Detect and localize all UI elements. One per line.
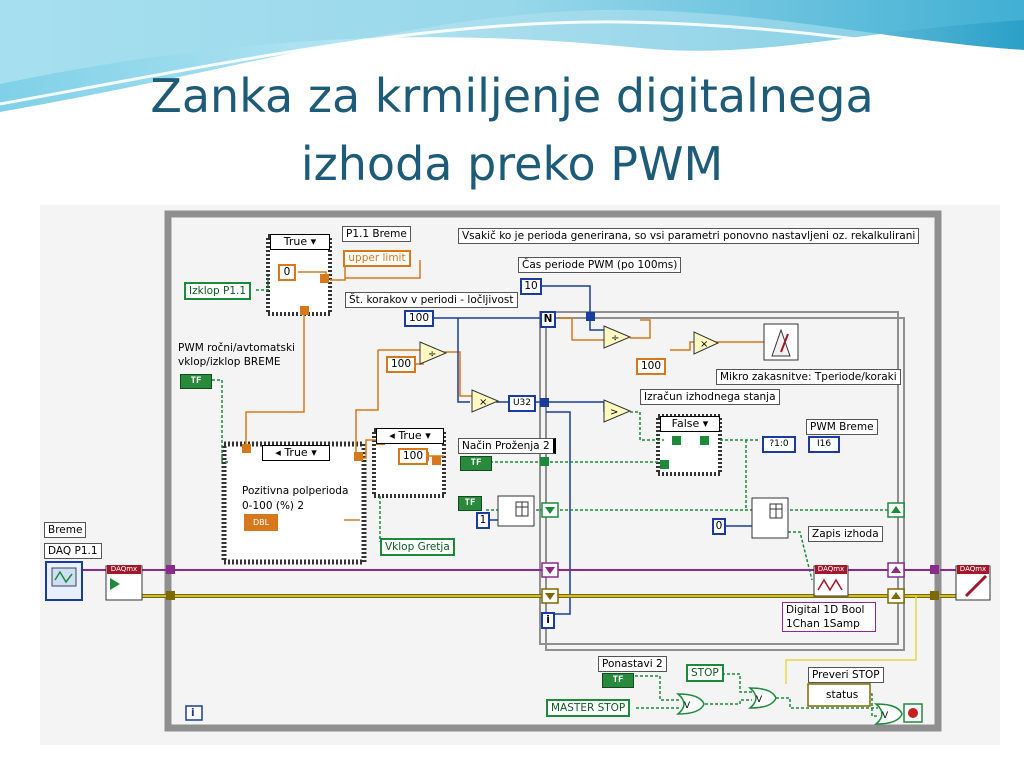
svg-text:>: > [610, 407, 618, 418]
chevron-left-icon: ◂ [275, 446, 285, 459]
label-nacin-prozenja: Način Proženja 2 [458, 438, 556, 454]
build-array-bool-constant: TF [458, 496, 482, 511]
svg-text:×: × [479, 397, 487, 408]
svg-text:V: V [882, 711, 889, 721]
replace-array-node [751, 497, 789, 539]
constant-100-steps: 100 [404, 310, 434, 327]
label-mikro-zakasnitve: Mikro zakasnitve: Tperiode/koraki [716, 369, 901, 385]
stop-control[interactable]: STOP [686, 664, 724, 682]
svg-text:÷: ÷ [428, 349, 436, 360]
constant-zero-array: 0 [712, 518, 726, 535]
constant-zero-top: 0 [278, 264, 296, 281]
label-pwm-breme: PWM Breme [806, 419, 878, 435]
ponastavi-control[interactable]: TF [602, 673, 634, 688]
case-structure-middle [221, 441, 367, 565]
svg-text:V: V [684, 701, 691, 711]
daqmx-clear-tag: DAQmx [957, 565, 989, 574]
label-ponastavi: Ponastavi 2 [598, 656, 667, 672]
label-breme: Breme [44, 522, 87, 538]
daqmx-write-tag: DAQmx [815, 565, 847, 574]
case-selector-true-top-label: True [283, 235, 308, 248]
chevron-down-icon: ▾ [425, 429, 431, 442]
case-selector-true-mid[interactable]: ◂ True ▾ [262, 445, 330, 461]
or-gate-2: V [747, 687, 777, 709]
unbundle-status [807, 683, 871, 707]
digital-bool-line-1: Digital 1D Bool [786, 604, 865, 616]
greater-node: > [603, 399, 632, 423]
chevron-down-icon: ▾ [702, 417, 709, 430]
metronome-icon [763, 323, 799, 361]
u32-convert-node: U32 [508, 395, 536, 412]
constant-100-divide: 100 [386, 356, 416, 373]
loop-stop-icon [903, 703, 923, 723]
izklop-p11-control[interactable]: Izklop P1.1 [184, 282, 252, 300]
label-st-korakov: Št. korakov v periodi - ločljivost [345, 292, 518, 308]
digital-bool-selector[interactable]: Digital 1D Bool 1Chan 1Samp [782, 602, 876, 632]
outer-iteration-terminal: i [191, 707, 195, 719]
nacin-prozenja-control[interactable]: TF [460, 456, 492, 471]
loop-count-terminal: N [540, 311, 556, 328]
divide-node-top: ÷ [419, 341, 448, 365]
digital-bool-line-2: 1Chan 1Samp [786, 618, 860, 630]
upper-limit-control[interactable]: upper limit [343, 250, 411, 267]
svg-text:×: × [700, 339, 708, 350]
pwm-toggle-control[interactable]: TF [180, 374, 212, 389]
case-selector-false-label: False [671, 417, 700, 430]
case-selector-true-right[interactable]: ◂ True ▾ [376, 428, 444, 444]
label-zapis-izhoda: Zapis izhoda [808, 526, 883, 542]
title-line-1: Zanka za krmiljenje digitalnega [150, 69, 874, 123]
chevron-down-icon: ▾ [310, 235, 317, 248]
pozitivna-dbl-control[interactable]: DBL [244, 514, 278, 531]
constant-10: 10 [520, 278, 542, 295]
multiply-node-loop: × [693, 331, 720, 355]
case-selector-true-right-label: True [398, 429, 422, 442]
case-selector-true-mid-label: True [284, 446, 308, 459]
info-icon [185, 705, 203, 721]
or-gate-3: V [873, 703, 903, 725]
daqmx-start-tag: DAQmx [107, 565, 141, 574]
bool-to-int-node: ?1:0 [762, 436, 796, 453]
constant-100-case: 100 [398, 448, 428, 465]
build-array-node [497, 495, 535, 527]
vklop-gretja-indicator: Vklop Gretja [380, 538, 455, 556]
label-izracun: Izračun izhodnega stanja [640, 389, 780, 405]
case-selector-true-top[interactable]: True ▾ [270, 234, 330, 250]
inner-for-loop-shadow [545, 317, 905, 651]
pwm-breme-indicator: I16 [808, 436, 840, 453]
inner-for-loop [539, 311, 899, 645]
label-preveri-stop: Preveri STOP [808, 667, 884, 683]
svg-text:÷: ÷ [611, 333, 619, 344]
label-pozitivna-1: Pozitivna polperioda [242, 485, 349, 497]
case-selector-false[interactable]: False ▾ [660, 416, 720, 432]
slide-title: Zanka za krmiljenje digitalnega izhoda p… [0, 62, 1024, 198]
chevron-down-icon: ▾ [311, 446, 317, 459]
status-label: status [826, 689, 859, 701]
constant-1: 1 [476, 512, 490, 529]
label-daq-p11: DAQ P1.1 [44, 543, 102, 559]
loop-iteration-terminal: i [541, 612, 555, 629]
chevron-left-icon: ◂ [389, 429, 399, 442]
label-pozitivna-2: 0-100 (%) 2 [242, 500, 305, 512]
svg-text:V: V [756, 695, 763, 705]
divide-node-loop: ÷ [603, 325, 632, 349]
label-vsakic: Vsakič ko je perioda generirana, so vsi … [458, 228, 920, 244]
or-gate-1: V [675, 693, 705, 715]
label-cas-periode: Čas periode PWM (po 100ms) [518, 257, 682, 273]
label-pwm-rocni-2: vklop/izklop BREME [178, 356, 281, 368]
constant-100-loop: 100 [636, 358, 666, 375]
daq-resource-icon [45, 561, 83, 601]
master-stop-control[interactable]: MASTER STOP [546, 699, 631, 717]
outer-while-loop [164, 210, 942, 732]
title-line-2: izhoda preko PWM [300, 137, 724, 191]
label-pwm-rocni-1: PWM ročni/avtomatski [178, 342, 295, 354]
multiply-node-left: × [471, 389, 500, 413]
label-p11-breme: P1.1 Breme [342, 226, 411, 242]
